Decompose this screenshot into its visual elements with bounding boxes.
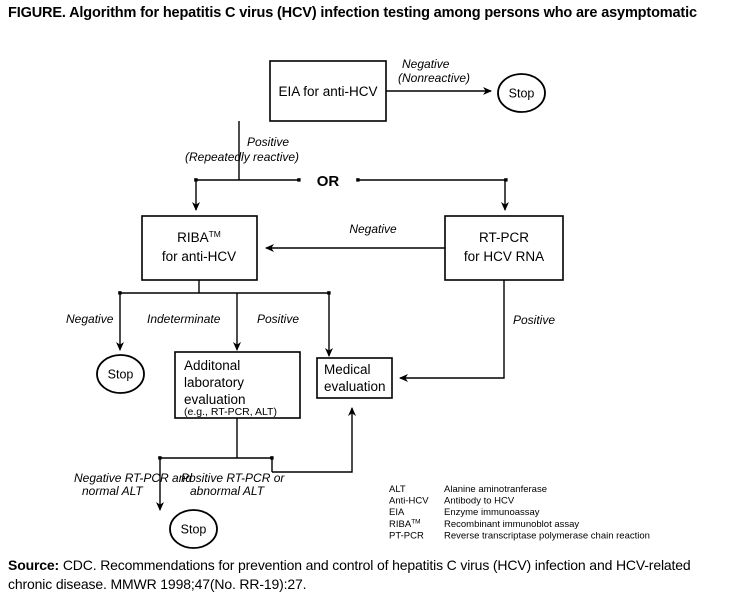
node-stop-left-label: Stop (108, 368, 134, 382)
node-rtpcr-line2: for HCV RNA (464, 249, 544, 264)
edge-rtpcr-positive-medical: Positive (399, 280, 555, 382)
or-junction: OR (194, 173, 508, 190)
edge-label-negative-1: Negative (402, 57, 450, 71)
edge-label-positive-rtpcr: Positive (513, 313, 555, 327)
edge-label-neg-alt-2: normal ALT (82, 484, 144, 498)
additional-lab-outcome-bus: Negative RT-PCR and normal ALT Positive … (74, 407, 356, 511)
node-stop-bottom: Stop (169, 509, 218, 549)
node-riba-line2: for anti-HCV (162, 249, 236, 264)
legend-value: Enzyme immunoassay (444, 507, 540, 518)
edge-label-positive-1: Positive (247, 135, 289, 149)
legend-value: Recombinant immunoblot assay (444, 519, 579, 530)
node-stop-bottom-label: Stop (181, 523, 207, 537)
edge-label-negative-rtpcr: Negative (349, 222, 397, 236)
source-label: Source: (8, 557, 60, 573)
node-rtpcr: RT-PCR for HCV RNA (444, 215, 564, 281)
node-additional-lab: Additonal laboratory evaluation (e.g., R… (174, 351, 301, 419)
legend-key: RIBATM (389, 518, 421, 530)
node-eia: EIA for anti-HCV (269, 60, 387, 122)
node-stop-left: Stop (96, 354, 145, 394)
edge-label-pos-alt-1: Positive RT-PCR or (181, 471, 285, 485)
edge-eia-positive: Positive (Repeatedly reactive) (185, 121, 299, 180)
edge-label-indeterminate: Indeterminate (147, 312, 221, 326)
flowchart-diagram: EIA for anti-HCV Negative (Nonreactive) … (0, 40, 751, 552)
legend-value: Antibody to HCV (444, 496, 515, 507)
node-additional-lab-line3: evaluation (184, 392, 246, 407)
or-label: OR (317, 173, 340, 190)
node-stop-top-label: Stop (509, 87, 535, 101)
node-riba-line1: RIBATM (177, 229, 221, 245)
source-text: CDC. Recommendations for prevention and … (8, 557, 691, 592)
edge-label-negative-riba: Negative (66, 312, 114, 326)
legend-value: Reverse transcriptase polymerase chain r… (444, 530, 650, 541)
node-stop-top: Stop (497, 73, 546, 113)
node-riba: RIBATM for anti-HCV (141, 215, 258, 281)
edge-label-negative-2: (Nonreactive) (398, 71, 470, 85)
legend-value: Alanine aminotranferase (444, 484, 547, 495)
legend-key: PT-PCR (389, 530, 424, 541)
edge-label-positive-2: (Repeatedly reactive) (185, 150, 299, 164)
node-medical-line2: evaluation (324, 379, 386, 394)
node-medical-line1: Medical (324, 362, 371, 377)
node-medical-evaluation: Medical evaluation (316, 357, 393, 399)
edge-label-positive-riba: Positive (257, 312, 299, 326)
edge-label-neg-alt-1: Negative RT-PCR and (74, 471, 192, 485)
node-rtpcr-line1: RT-PCR (479, 230, 529, 245)
node-additional-lab-line4: (e.g., RT-PCR, ALT) (184, 406, 277, 418)
edge-eia-negative: Negative (Nonreactive) (386, 57, 492, 95)
legend-key: ALT (389, 484, 406, 495)
edge-rtpcr-negative-riba: Negative (265, 222, 445, 252)
node-eia-label: EIA for anti-HCV (278, 84, 377, 99)
node-additional-lab-line1: Additonal (184, 358, 240, 373)
legend-key: EIA (389, 507, 405, 518)
source-citation: Source: CDC. Recommendations for prevent… (8, 556, 738, 594)
node-additional-lab-line2: laboratory (184, 375, 244, 390)
page-title: FIGURE. Algorithm for hepatitis C virus … (8, 5, 697, 21)
legend-key: Anti-HCV (389, 496, 429, 507)
riba-outcome-bus: Negative Indeterminate Positive (66, 280, 333, 357)
edge-label-pos-alt-2: abnormal ALT (190, 484, 266, 498)
